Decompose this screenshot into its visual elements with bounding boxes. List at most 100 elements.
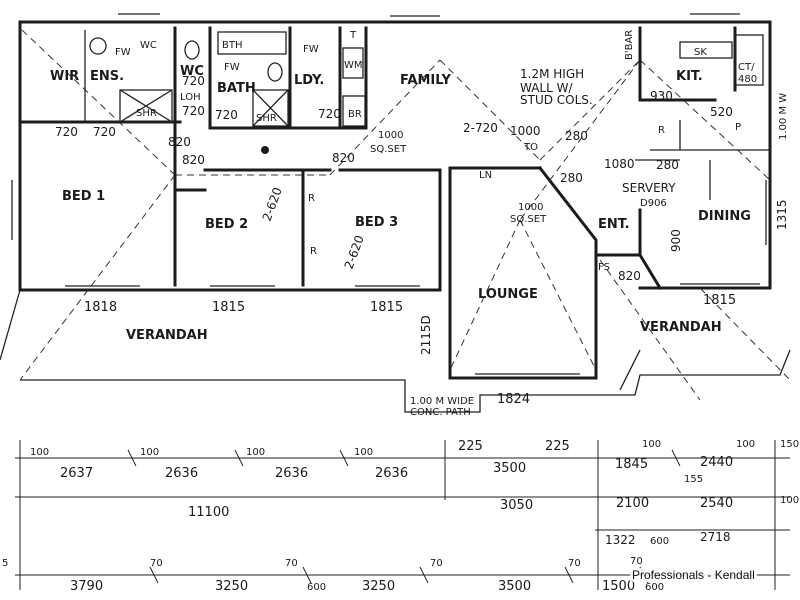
dim-r1-8: 225 <box>458 439 483 454</box>
dim-r1-5: 2636 <box>275 466 308 481</box>
dim-r1-14: 100 <box>736 439 755 450</box>
dim-r1-13: 2440 <box>700 455 733 470</box>
fixture-sk: SK <box>694 47 707 58</box>
fixture-ln: LN <box>479 170 492 181</box>
room-bed3: BED 3 <box>355 215 398 230</box>
dim-r4-5: 600 <box>307 582 326 593</box>
room-ens: ENS. <box>90 69 124 84</box>
room-wir: WIR <box>50 69 79 84</box>
window-marks <box>11 13 767 375</box>
fixture-t: T <box>349 30 357 41</box>
room-bed2: BED 2 <box>205 217 248 232</box>
fixture-wc-ens: WC <box>140 40 157 51</box>
opening-bath-720: 720 <box>215 108 238 122</box>
plan-notes: 1.2M HIGH WALL W/ STUD COLS. B'BAR 1000 … <box>370 30 789 418</box>
fixture-fs: FS <box>598 262 610 273</box>
opening-dimensions: 720 720 720 720 720 720 820 820 820 2-72… <box>55 74 789 407</box>
fixture-shr-ens: SHR <box>136 108 157 119</box>
room-ldy: LDY. <box>294 73 324 88</box>
dim-r1-6: 100 <box>354 447 373 458</box>
dim-r4-7: 70 <box>430 558 443 569</box>
dim-r2-4: 100 <box>780 495 799 506</box>
fixture-br: BR <box>348 109 362 120</box>
fixture-wm: WM <box>344 60 363 71</box>
dim-r1-11: 1845 <box>615 457 648 472</box>
opening-ent-900: 900 <box>669 229 683 252</box>
dim-r4-9: 70 <box>568 558 581 569</box>
fixture-ct-size: 480 <box>738 74 757 85</box>
dimension-row-4: 5 3790 70 3250 70 600 3250 70 3500 70 15… <box>2 556 664 594</box>
fixture-fw-ldy: FW <box>303 44 319 55</box>
fixture-r-bed3: R <box>310 246 317 257</box>
opening-bed2-820: 820 <box>182 153 205 167</box>
dim-r1-7: 2636 <box>375 466 408 481</box>
room-verandah-right: VERANDAH <box>640 320 722 335</box>
exterior-walls <box>18 20 772 380</box>
dim-r4-0: 5 <box>2 558 8 569</box>
dim-r4-4: 70 <box>285 558 298 569</box>
opening-lounge-2720: 2-720 <box>463 121 498 135</box>
opening-bed1-820: 820 <box>168 135 191 149</box>
interior-walls <box>18 26 770 287</box>
opening-kit-520: 520 <box>710 105 733 119</box>
opening-wir-720: 720 <box>55 125 78 139</box>
opening-family-1000: 1000 <box>510 124 541 138</box>
dim-r1-2: 100 <box>140 447 159 458</box>
room-ent: ENT. <box>598 217 630 232</box>
fixtures <box>89 31 764 154</box>
dim-r1-15: 155 <box>684 474 703 485</box>
dim-r2-1: 3050 <box>500 498 533 513</box>
opening-bar-280: 280 <box>565 129 588 143</box>
window-2115: 2115D <box>419 315 433 355</box>
note-path-type: CONC. PATH <box>410 407 471 418</box>
dim-r3-1: 600 <box>650 536 669 547</box>
note-wall-1: 1.2M HIGH <box>520 67 584 81</box>
room-verandah-left: VERANDAH <box>126 328 208 343</box>
note-family-ceiling: SQ.SET <box>370 144 407 155</box>
note-lounge-area: 1000 <box>518 202 543 213</box>
room-bath: BATH <box>217 81 256 96</box>
opening-ent-820: 820 <box>618 269 641 283</box>
room-kit: KIT. <box>676 69 703 84</box>
fixture-bth: BTH <box>222 40 243 51</box>
dim-r3-0: 1322 <box>605 533 636 547</box>
verandah-edge <box>0 289 791 413</box>
dim-r2-2: 2100 <box>616 496 649 511</box>
room-wc: WC <box>180 64 204 79</box>
room-dining: DINING <box>698 209 751 224</box>
opening-ldy-720: 720 <box>318 107 341 121</box>
fixture-p: P <box>735 122 741 133</box>
note-wall-3: STUD COLS. <box>520 93 593 107</box>
dim-r4-1: 3790 <box>70 579 103 594</box>
fixture-shr-bath: SHR <box>256 113 277 124</box>
dim-r2-3: 2540 <box>700 496 733 511</box>
opening-bed3-robe: 2-620 <box>342 233 367 271</box>
fixture-labels: FW WC SHR LOH BTH FW SHR FW WM T BR SK C… <box>115 30 757 273</box>
dim-r1-0: 100 <box>30 447 49 458</box>
note-path-width: 1.00 M WIDE <box>410 396 474 407</box>
opening-ens-720: 720 <box>93 125 116 139</box>
fixture-fw-bath: FW <box>224 62 240 73</box>
dim-r1-16: 150 <box>780 439 799 450</box>
room-labels: WIR ENS. WC BATH LDY. FAMILY KIT. BED 1 … <box>50 64 751 343</box>
room-lounge: LOUNGE <box>478 287 538 302</box>
opening-servery-280b: 280 <box>656 158 679 172</box>
dim-r3-2: 2718 <box>700 530 731 544</box>
window-1815-c: 1815 <box>703 293 736 308</box>
opening-kit-930: 930 <box>650 89 673 103</box>
opening-wc-720: 720 <box>182 74 205 88</box>
dimension-row-3: 1322 600 2718 <box>605 530 731 547</box>
note-bar: B'BAR <box>624 30 635 60</box>
roof-lines <box>19 29 791 401</box>
room-servery: SERVERY <box>622 181 676 195</box>
window-1824: 1824 <box>497 392 530 407</box>
dim-r2-0: 11100 <box>188 505 229 520</box>
opening-bed2-robe: 2-620 <box>260 185 285 223</box>
dim-r1-3: 2636 <box>165 466 198 481</box>
window-1315: 1315 <box>775 199 789 230</box>
fixture-r-kit: R <box>658 125 665 136</box>
window-1815-a: 1815 <box>212 300 245 315</box>
dim-r1-10: 225 <box>545 439 570 454</box>
room-family: FAMILY <box>400 73 451 88</box>
